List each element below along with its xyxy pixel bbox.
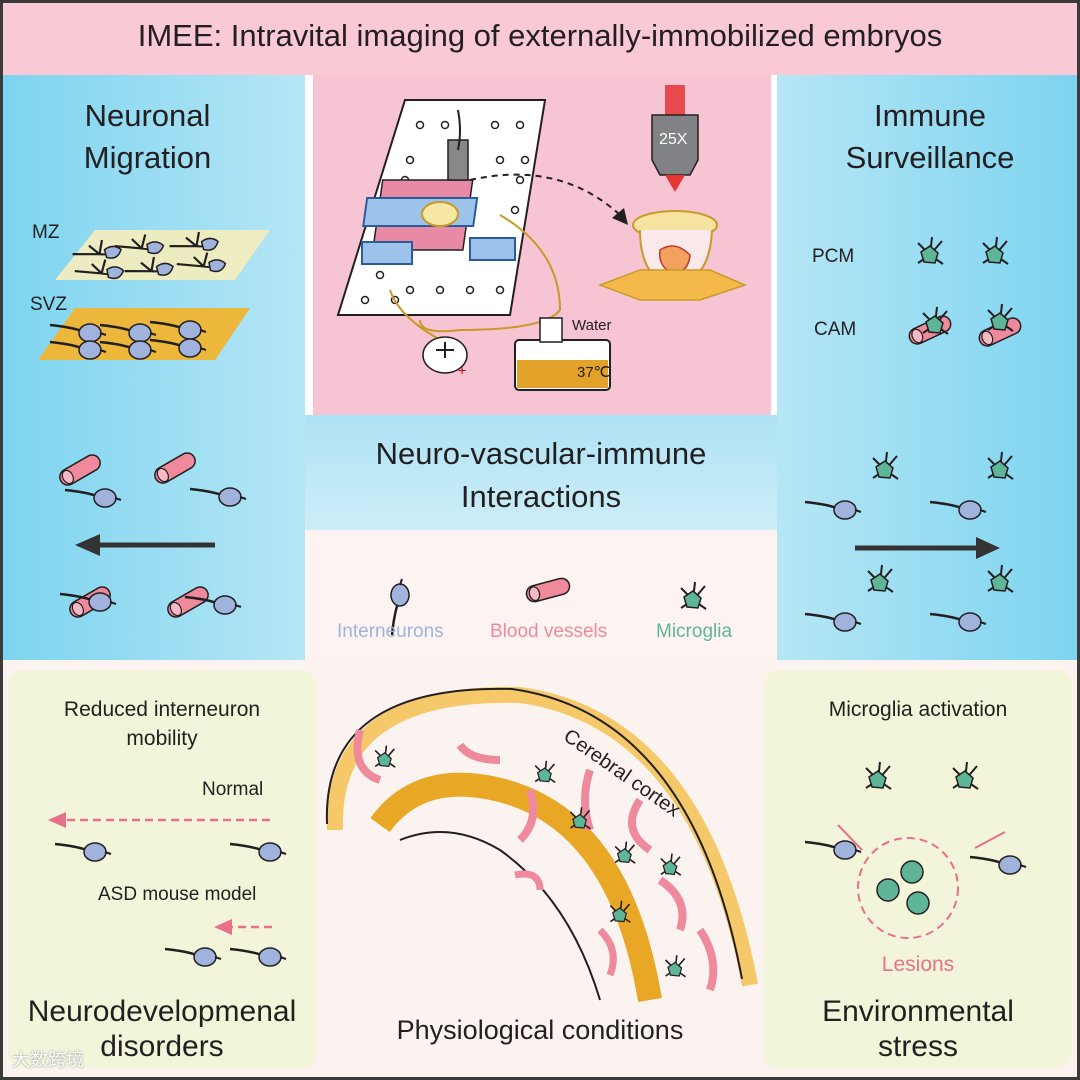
interactions-band xyxy=(305,415,777,530)
cam-label: CAM xyxy=(814,319,857,340)
title-banner xyxy=(3,3,1077,75)
page-title: IMEE: Intravital imaging of externally-i… xyxy=(137,18,943,53)
lesions-label: Lesions xyxy=(881,953,955,976)
right-immune-cells xyxy=(803,236,1025,633)
immune-heading-line2: Surveillance xyxy=(845,140,1015,175)
neuronal-heading-line2: Migration xyxy=(83,140,212,175)
svg-text:+: + xyxy=(458,362,466,378)
asd-migration xyxy=(48,812,288,968)
reduced-mobility-line1: Reduced interneuron xyxy=(63,698,261,721)
embryo-dish xyxy=(597,210,748,301)
water-bath xyxy=(514,317,611,391)
physiological-heading: Physiological conditions xyxy=(396,1015,684,1045)
water-label: Water xyxy=(572,317,612,334)
reduced-mobility-line2: mobility xyxy=(126,727,198,750)
lesion-illustration xyxy=(803,761,1028,939)
neurodevelopmental-panel xyxy=(8,670,316,1068)
neuronal-migration-panel xyxy=(3,75,305,660)
interactions-heading-line2: Interactions xyxy=(460,479,622,514)
neurodevelopmental-heading-line2: disorders xyxy=(100,1030,224,1063)
environmental-heading-line2: stress xyxy=(877,1030,958,1063)
watermark: 大数跨境 xyxy=(12,1050,84,1070)
objective-lens xyxy=(651,85,699,192)
mz-layer xyxy=(55,226,270,287)
temp-label: 37℃ xyxy=(577,364,611,381)
svz-layer xyxy=(38,308,250,361)
svz-label: SVZ xyxy=(30,294,67,315)
cortex-diagram xyxy=(325,686,758,1002)
immune-surveillance-panel xyxy=(777,75,1077,660)
microglia-activation-label: Microglia activation xyxy=(828,698,1008,721)
neurodevelopmental-heading-line1: Neurodevelopmenal xyxy=(27,995,297,1028)
interactions-heading-line1: Neuro-vascular-immune xyxy=(375,436,707,471)
immune-heading-line1: Immune xyxy=(874,98,986,133)
left-migration-cells xyxy=(56,449,248,621)
legend-blood-vessels: Blood vessels xyxy=(490,621,608,642)
objective-label: 25X xyxy=(659,131,688,148)
heater: + xyxy=(422,336,468,378)
pcm-label: PCM xyxy=(812,246,855,267)
environmental-heading-line1: Environmental xyxy=(822,995,1014,1028)
normal-label: Normal xyxy=(202,779,264,800)
mz-label: MZ xyxy=(32,222,60,243)
legend-microglia: Microglia xyxy=(656,621,733,642)
neuronal-heading-line1: Neuronal xyxy=(84,98,211,133)
asd-label: ASD mouse model xyxy=(98,884,257,905)
legend-interneurons: Interneurons xyxy=(337,621,444,642)
